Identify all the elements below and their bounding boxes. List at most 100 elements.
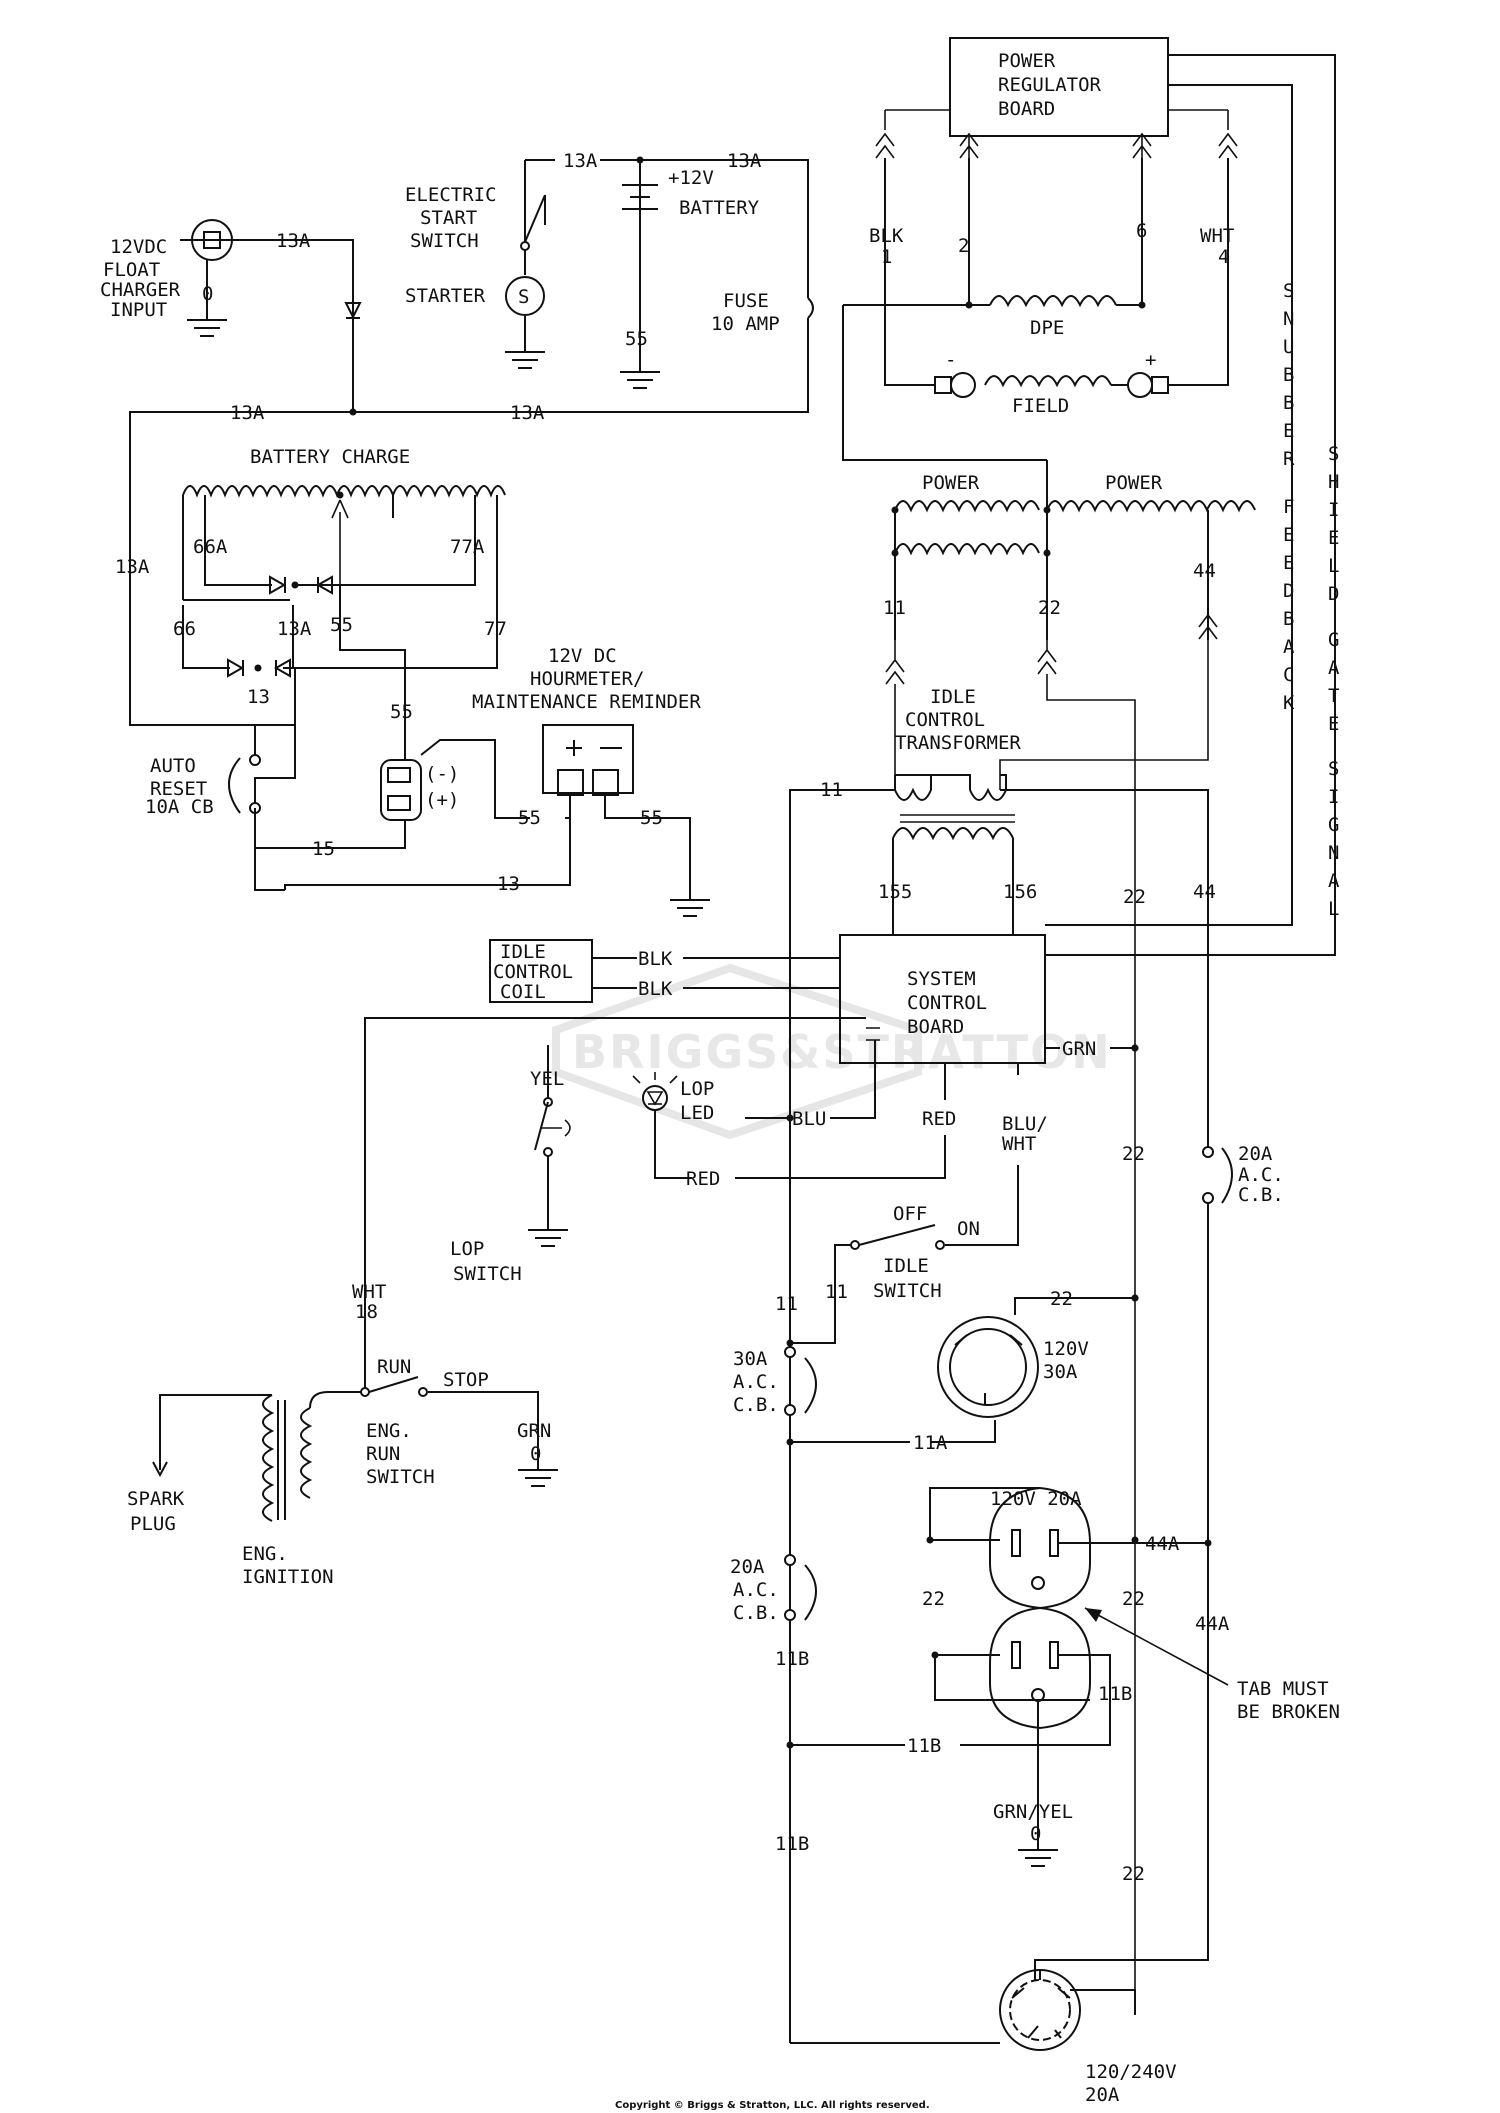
label-electric-3: SWITCH [410,230,479,252]
svg-text:S: S [1328,758,1339,780]
label-44-top: 44 [1193,560,1216,582]
tab-pointer-line [1084,1607,1229,1686]
svg-text:B: B [1283,392,1294,414]
label-grn-eng: GRN [517,1420,551,1442]
label-55-battery: 55 [625,328,648,350]
power-regulator-board: POWER REGULATOR BOARD [949,37,1169,137]
label-44a-2: 44A [1195,1613,1230,1635]
label-blk-coil-1: BLK [638,948,673,970]
label-float-4: INPUT [110,299,167,321]
label-system-1: SYSTEM [907,968,976,990]
idle-control-transformer [789,774,1209,2043]
svg-text:L: L [1328,555,1339,577]
label-22-b: 22 [1122,1143,1145,1165]
snubber-feedback-vertical: SNU BBE R FEE DBA CK [1283,280,1295,714]
label-fuse-1: FUSE [723,290,769,312]
label-156: 156 [1003,881,1037,903]
label-field-minus: - [945,349,956,371]
label-66a: 66A [193,536,228,558]
label-coil-2: CONTROL [493,961,573,983]
label-coil-1: IDLE [500,941,546,963]
fuse [807,297,814,319]
battery-charge-connector [331,499,349,585]
watermark-text: BRIGGS&STRATTON [572,1025,1112,1079]
label-55-meter: 55 [390,701,413,723]
label-22-dup: 22 [922,1588,945,1610]
label-meter-minus: (-) [425,763,459,785]
svg-text:D: D [1328,583,1339,605]
label-11-trans: 11 [820,779,843,801]
label-hourmeter-1: 12V DC [548,645,617,667]
label-tab-2: BE BROKEN [1237,1701,1340,1723]
label-4: 4 [1218,246,1229,268]
label-wht: WHT [1200,225,1234,247]
label-hourmeter-3: MAINTENANCE REMINDER [472,691,701,713]
receptacle-duplex-120v-20a [929,1487,1208,1867]
lop-led [632,1072,678,1111]
starter-motor: S [505,276,545,316]
label-11-left: 11 [775,1293,798,1315]
label-22-top: 22 [1038,597,1061,619]
idle-control-coil: IDLE CONTROL COIL [489,939,593,1003]
label-22-rec30: 22 [1050,1288,1073,1310]
power-windings [842,304,1256,640]
label-auto: AUTO [150,755,196,777]
receptacle-120v-30a [930,1297,1135,1443]
svg-text:G: G [1328,629,1339,651]
receptacle-120-240v-20a [790,1969,1136,2051]
svg-text:B: B [1283,608,1294,630]
label-float-1: 12VDC [110,236,167,258]
battery-charge-winding [182,485,506,849]
label-eng-run-2: RUN [366,1443,400,1465]
label-44a-1: 44A [1145,1533,1180,1555]
label-battery-1: +12V [668,167,714,189]
label-lop-led-1: LOP [680,1078,714,1100]
svg-text:A: A [1283,636,1295,658]
svg-text:S: S [1328,443,1339,465]
label-blk: BLK [869,225,904,247]
label-battery-2: BATTERY [679,197,760,219]
label-13a-vertical: 13A [115,556,150,578]
label-idle-3: TRANSFORMER [895,732,1021,754]
label-22-a: 22 [1123,886,1146,908]
label-120v-30-2: 30A [1043,1361,1078,1383]
regulator-wires [884,54,1336,956]
label-cb20-right-1: 20A [1238,1143,1273,1165]
label-lop-led-2: LED [680,1102,714,1124]
label-13a-left: 13A [230,402,265,424]
label-13a-float: 13A [276,230,311,252]
label-77: 77 [484,618,507,640]
label-30a-1: 30A [733,1348,768,1370]
label-off: OFF [893,1203,927,1225]
label-grn-board: GRN [1062,1038,1096,1060]
label-grn-yel-0: 0 [1030,1823,1041,1845]
label-11-top: 11 [883,597,906,619]
label-20a-left-3: C.B. [733,1602,779,1624]
label-on: ON [957,1218,980,1240]
label-ign-2: IGNITION [242,1566,334,1588]
label-idle-1: IDLE [930,686,976,708]
hourmeter-connector [340,700,520,849]
label-1: 1 [881,246,892,268]
battery-symbol [622,184,658,210]
label-starter: STARTER [405,285,486,307]
breaker-20a-right [1034,1140,1233,1980]
winding-connectors [885,590,1218,2015]
svg-text:L: L [1328,898,1339,920]
label-yel: YEL [530,1068,564,1090]
label-11b-2: 11B [907,1735,941,1757]
label-ign-1: ENG. [242,1543,288,1565]
label-spark-2: PLUG [130,1513,176,1535]
label-stop: STOP [443,1369,489,1391]
label-hourmeter-2: HOURMETER/ [530,668,644,690]
label-30a-2: A.C. [733,1371,779,1393]
label-15: 15 [312,838,335,860]
power-regulator-label-2: REGULATOR [998,74,1102,96]
svg-text:S: S [1283,280,1294,302]
label-field: FIELD [1012,395,1069,417]
svg-text:A: A [1328,657,1340,679]
svg-text:H: H [1328,471,1339,493]
battery-charge-diodes [227,575,333,678]
label-blu-wht-2: WHT [1002,1133,1036,1155]
power-regulator-label-3: BOARD [998,98,1055,120]
